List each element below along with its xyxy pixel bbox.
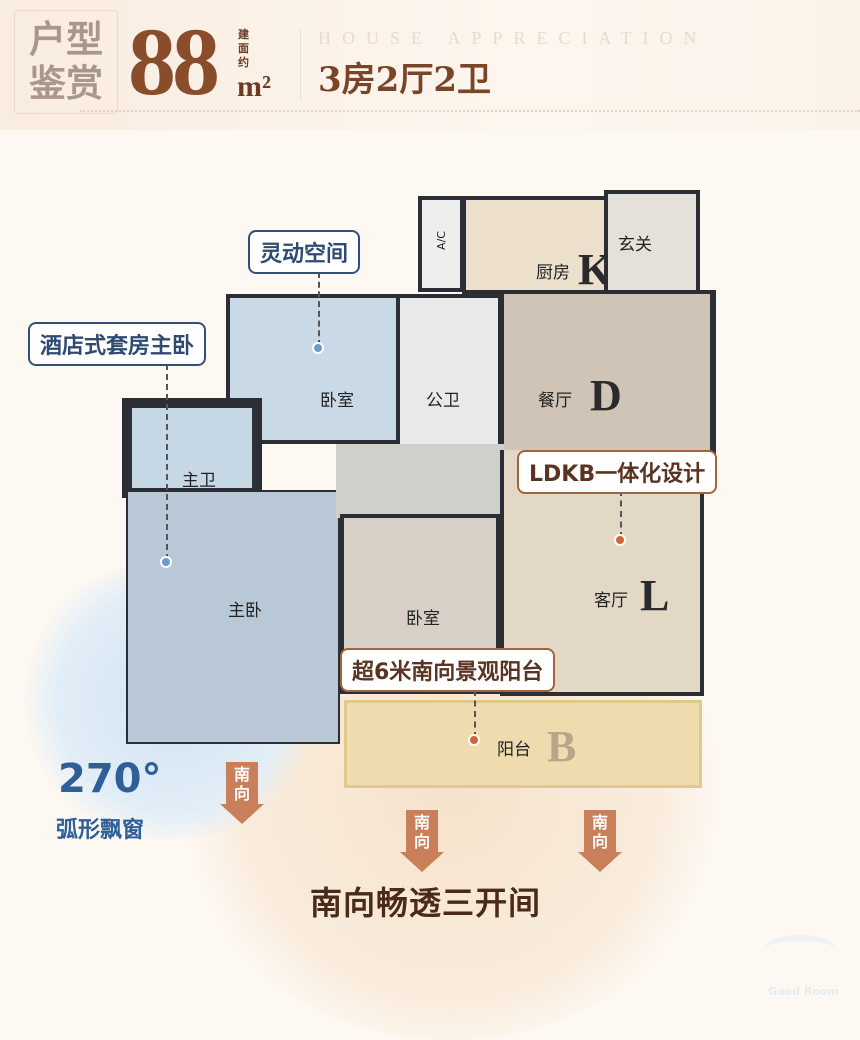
callout-ldkb: LDKB一体化设计 [517,450,718,494]
marker-dot [468,734,480,746]
public-bathroom: 公卫 [396,294,502,448]
callout-flexible-space: 灵动空间 [248,230,361,274]
leader-line [318,272,320,346]
header [0,0,860,130]
area-unit: m² [237,70,271,103]
area-note: 建面约 [238,28,249,69]
marker-dot [614,534,626,546]
south-through-label: 南向畅透三开间 [310,884,542,922]
ac-room: A/C [418,196,464,292]
leader-line [620,490,622,538]
corridor [336,444,504,518]
english-subtitle: HOUSE APPRECIATION [318,28,708,48]
marker-dot [160,556,172,568]
watermark-logo-icon [765,935,835,963]
master-bathroom: 主卫 [122,398,262,498]
leader-line [166,364,168,560]
divider [300,30,301,100]
area-value: 88 [128,8,220,115]
leader-line [474,690,476,738]
dotted-divider [80,110,860,112]
bay-window-label: 弧形飘窗 [56,818,145,843]
bay-angle: 270° [58,756,162,802]
section-title: 户型鉴赏 [14,10,118,114]
master-bedroom: 主卧 [126,490,340,744]
callout-hotel-suite: 酒店式套房主卧 [28,322,207,366]
south-arrow: 南向 [220,762,264,824]
south-arrow: 南向 [578,810,622,872]
foyer: 玄关 [604,190,700,294]
layout-title: 3房2厅2卫 [318,60,491,100]
watermark: Good Room [768,985,839,998]
south-arrow: 南向 [400,810,444,872]
marker-dot [312,342,324,354]
callout-balcony: 超6米南向景观阳台 [340,648,556,692]
